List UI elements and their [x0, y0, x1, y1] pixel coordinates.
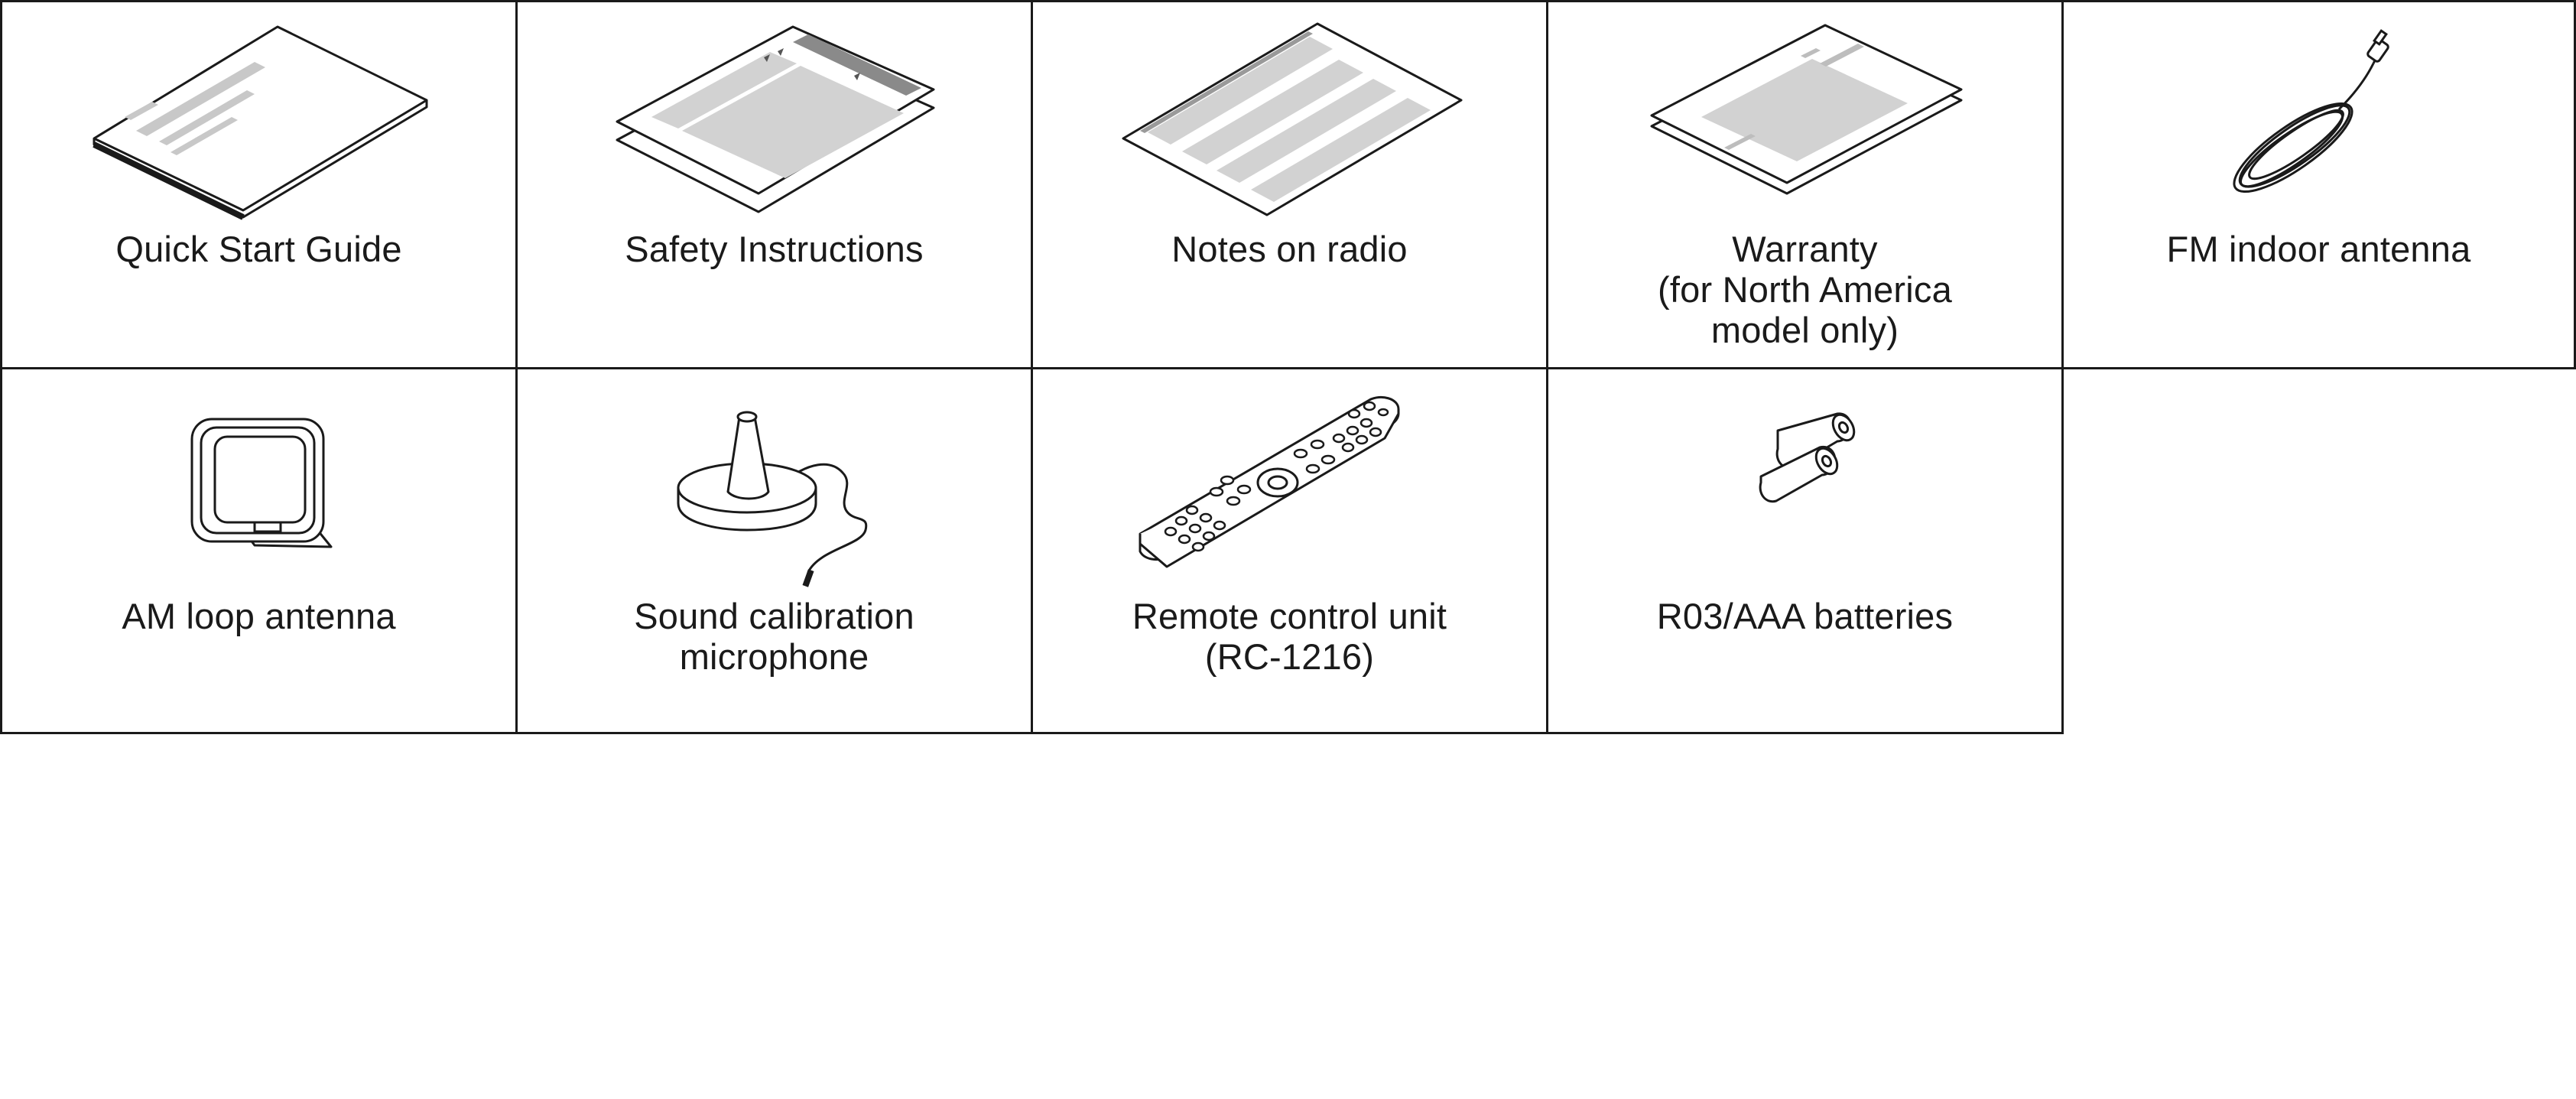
label-safety-instructions: Safety Instructions — [625, 229, 924, 269]
label-remote-control-unit: Remote control unit (RC-1216) — [1132, 596, 1447, 677]
sheet-icon — [1122, 22, 1463, 216]
label-fm-indoor-antenna: FM indoor antenna — [2166, 229, 2471, 269]
label-am-loop-antenna: AM loop antenna — [122, 596, 396, 636]
cell-remote-control-unit: Remote control unit (RC-1216) — [1031, 367, 1548, 734]
cell-sound-calibration-microphone: Sound calibration microphone — [515, 367, 1033, 734]
cell-fm-indoor-antenna: FM indoor antenna — [2061, 0, 2576, 369]
label-quick-start-guide: Quick Start Guide — [115, 229, 402, 269]
cell-batteries: R03/AAA batteries — [1546, 367, 2064, 734]
label-warranty: Warranty (for North America model only) — [1658, 229, 1952, 350]
label-sound-calibration-microphone: Sound calibration microphone — [634, 596, 914, 677]
coiled-wire-antenna-icon — [2233, 29, 2389, 193]
accessories-table: Quick Start Guide Safety Instructions — [0, 0, 2576, 734]
booklet-icon — [93, 25, 428, 220]
folded-leaflet-icon — [1650, 24, 1963, 195]
folded-sheet-icon — [616, 25, 935, 213]
label-batteries: R03/AAA batteries — [1656, 596, 1954, 636]
microphone-icon — [677, 411, 868, 587]
cell-am-loop-antenna: AM loop antenna — [0, 367, 518, 734]
loop-antenna-icon — [190, 418, 333, 548]
cell-notes-on-radio: Notes on radio — [1031, 0, 1548, 369]
batteries-icon — [1759, 412, 1856, 503]
remote-control-icon — [1139, 396, 1400, 568]
cell-quick-start-guide: Quick Start Guide — [0, 0, 518, 369]
label-notes-on-radio: Notes on radio — [1171, 229, 1408, 269]
cell-safety-instructions: Safety Instructions — [515, 0, 1033, 369]
cell-warranty: Warranty (for North America model only) — [1546, 0, 2064, 369]
